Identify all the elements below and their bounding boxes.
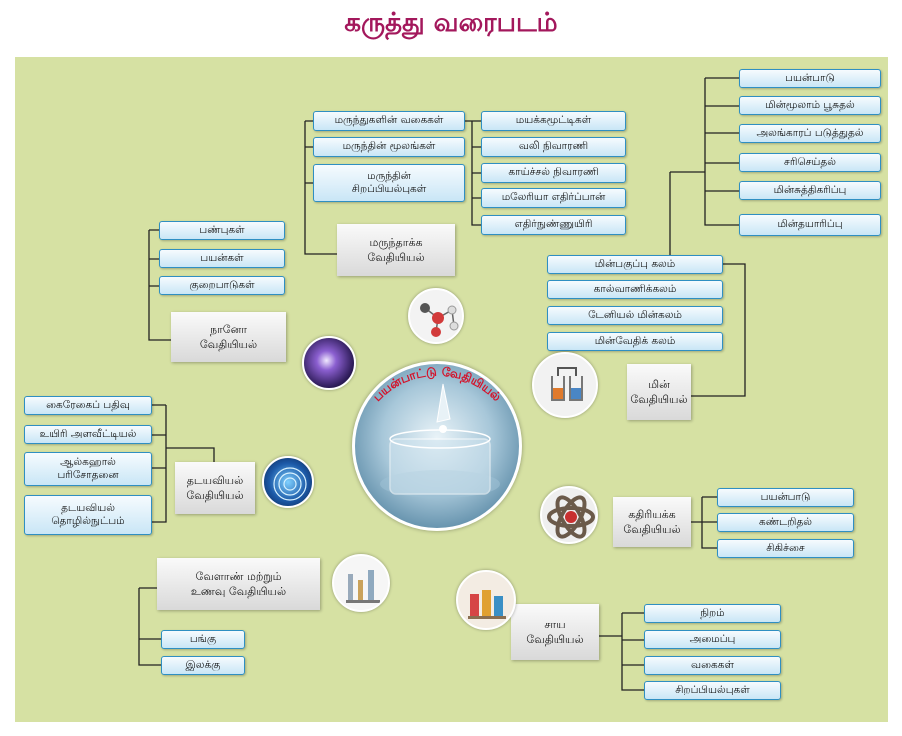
electro-hub: மின் வேதியியல் bbox=[627, 364, 691, 420]
pharma-drug-sources: மருந்தின் மூலங்கள் bbox=[313, 137, 465, 157]
dye-hub-line2: வேதியியல் bbox=[526, 633, 584, 646]
electro-use-applications: பயன்பாடு bbox=[739, 69, 881, 88]
nano-hub-line2: வேதியியல் bbox=[199, 338, 258, 351]
pharma-analgesics: வலி நிவாரணி bbox=[481, 137, 626, 157]
nano-hub: நானோ வேதியியல் bbox=[171, 312, 286, 362]
dye-hub: சாய வேதியியல் bbox=[511, 604, 599, 660]
electro-cell-daniell: டேனியல் மின்கலம் bbox=[547, 306, 723, 325]
pharma-hub: மருந்தாக்க வேதியியல் bbox=[337, 224, 455, 276]
nano-uses: பயன்கள் bbox=[159, 249, 285, 268]
nano-hub-line1: நானோ bbox=[209, 322, 247, 336]
pharma-drug-properties: மருந்தின் சிறப்பியல்புகள் bbox=[313, 164, 465, 202]
atom-glow-icon bbox=[302, 336, 356, 390]
electro-hub-line2: வேதியியல் bbox=[630, 393, 688, 406]
electro-cell-galvanic: கால்வாணிக்கலம் bbox=[547, 280, 723, 299]
agri-role: பங்கு bbox=[161, 630, 245, 649]
forensic-fingerprint: கைரேகைப் பதிவு bbox=[24, 396, 152, 415]
nuclear-treatment: சிகிச்சை bbox=[717, 539, 854, 558]
dye-colour: நிறம் bbox=[644, 604, 781, 623]
forensic-alcohol-test: ஆல்கஹால் பரிசோதனை bbox=[24, 452, 152, 486]
dye-types: வகைகள் bbox=[644, 656, 781, 675]
dye-characteristics: சிறப்பியல்புகள் bbox=[644, 681, 781, 700]
electro-hub-line1: மின் bbox=[648, 377, 670, 391]
pharma-antipyretics: காய்ச்சல் நிவாரணி bbox=[481, 163, 626, 183]
forensic-hub: தடயவியல் வேதியியல் bbox=[175, 462, 255, 514]
center-label: பயன்பாட்டு வேதியியல் bbox=[370, 364, 504, 404]
nuclear-hub: கதிரியக்க வேதியியல் bbox=[613, 497, 691, 547]
fingerprint-icon bbox=[262, 456, 314, 508]
forensic-hub-line2: வேதியியல் bbox=[186, 489, 244, 502]
nuclear-hub-line1: கதிரியக்க bbox=[628, 507, 676, 521]
electro-use-repair: சரிசெய்தல் bbox=[739, 153, 881, 172]
electro-cell-electrolytic: மின்பகுப்பு கலம் bbox=[547, 255, 723, 274]
page-title: கருத்து வரைபடம் bbox=[344, 8, 558, 38]
molecule-icon bbox=[408, 288, 464, 344]
dye-structure: அமைப்பு bbox=[644, 630, 781, 649]
dye-bottles-icon bbox=[456, 570, 516, 630]
forensic-technology: தடயவியல் தொழில்நுட்பம் bbox=[24, 495, 152, 535]
agri-hub-line1: வேளாண் மற்றும் bbox=[195, 569, 282, 583]
electro-cell-electrochemical: மின்வேதிக் கலம் bbox=[547, 332, 723, 351]
electrochemical-cell-icon bbox=[532, 352, 598, 418]
electro-use-electroplating: மின்மூலாம் பூசுதல் bbox=[739, 96, 881, 115]
nuclear-hub-line2: வேதியியல் bbox=[623, 523, 681, 536]
electro-use-manufacture: மின்தயாரிப்பு bbox=[739, 214, 881, 236]
center-beaker-image bbox=[352, 361, 522, 531]
lab-equipment-icon bbox=[332, 554, 390, 612]
beaker-illustration bbox=[380, 383, 500, 498]
pharma-antimalarials: மலேரியா எதிர்ப்பான் bbox=[481, 188, 626, 208]
radiation-atom-icon bbox=[540, 486, 598, 544]
dye-hub-line1: சாய bbox=[544, 617, 566, 631]
electro-use-refining: மின்சுத்திகரிப்பு bbox=[739, 181, 881, 200]
pharma-hub-line2: வேதியியல் bbox=[367, 251, 425, 264]
svg-text:பயன்பாட்டு வேதியியல்: பயன்பாட்டு வேதியியல் bbox=[370, 364, 504, 404]
pharma-hub-line1: மருந்தாக்க bbox=[369, 235, 423, 249]
agri-target: இலக்கு bbox=[161, 656, 245, 675]
forensic-hub-line1: தடயவியல் bbox=[186, 473, 244, 487]
nuclear-applications: பயன்பாடு bbox=[717, 488, 854, 507]
nuclear-detection: கண்டறிதல் bbox=[717, 513, 854, 532]
agri-hub-line2: உணவு வேதியியல் bbox=[190, 585, 287, 598]
forensic-biometrics: உயிரி அளவீட்டியல் bbox=[24, 425, 152, 444]
nano-properties: பண்புகள் bbox=[159, 221, 285, 240]
nano-drawbacks: குறைபாடுகள் bbox=[159, 276, 285, 295]
agri-hub: வேளாண் மற்றும் உணவு வேதியியல் bbox=[157, 558, 320, 610]
pharma-drug-types: மருந்துகளின் வகைகள் bbox=[313, 111, 465, 131]
pharma-anaesthetics: மயக்கமூட்டிகள் bbox=[481, 111, 626, 131]
electro-use-decoration: அலங்காரப் படுத்துதல் bbox=[739, 124, 881, 143]
pharma-antibiotics: எதிர்நுண்ணுயிரி bbox=[481, 215, 626, 235]
